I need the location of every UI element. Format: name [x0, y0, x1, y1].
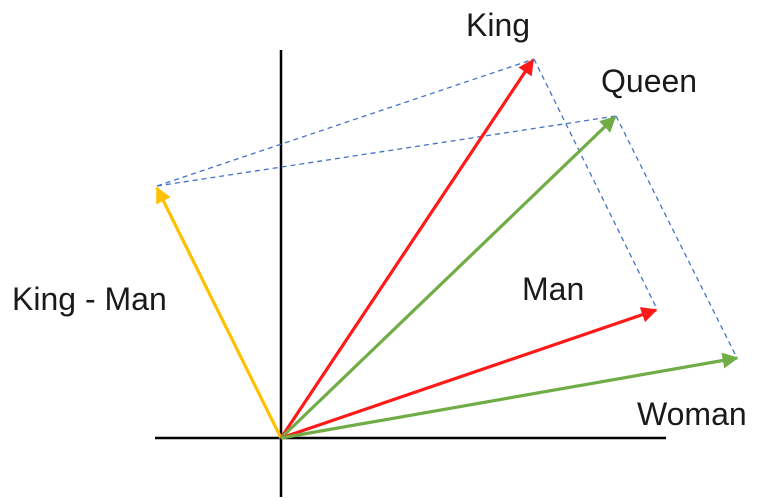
- label-man: Man: [522, 271, 584, 307]
- vector-woman: [280, 352, 739, 440]
- vector-queen: [279, 115, 617, 440]
- label-queen: Queen: [601, 63, 697, 99]
- label-woman: Woman: [637, 396, 747, 432]
- vector-man: [280, 307, 658, 440]
- guide-king-minus-man-to-king: [156, 58, 535, 187]
- label-king-minus-man: King - Man: [12, 281, 167, 317]
- guide-king-to-man: [533, 58, 658, 310]
- vector-king-minus-man: [155, 186, 283, 439]
- guide-queen-to-woman: [615, 115, 738, 359]
- vector-king: [279, 58, 535, 439]
- label-king: King: [466, 7, 530, 43]
- guide-king-minus-man-to-queen: [156, 115, 617, 187]
